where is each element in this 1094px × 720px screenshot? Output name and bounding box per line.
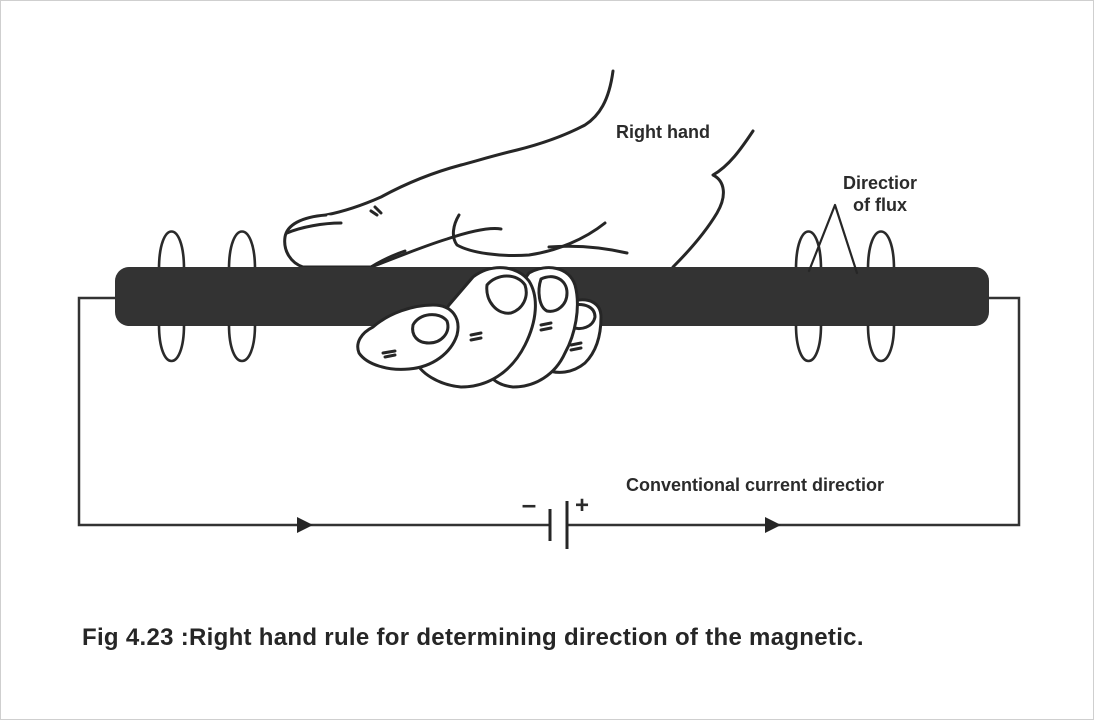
flux-pointer-lines	[807, 203, 859, 275]
thumb	[283, 213, 503, 269]
palm-crease-2	[369, 249, 407, 269]
middle-finger	[413, 266, 537, 389]
middle-finger-nail	[485, 274, 528, 315]
palm-crease-1	[451, 213, 607, 257]
index-finger-nail	[411, 313, 450, 345]
hand-fingers	[356, 266, 603, 389]
battery-cell	[548, 501, 569, 549]
hand-upper	[283, 69, 755, 269]
current-arrow-left	[297, 517, 313, 533]
right-hand-label: Right hand	[616, 122, 710, 142]
flux-ring-4-front	[866, 324, 896, 363]
thumb-nail	[285, 221, 343, 235]
battery-minus-sign: –	[522, 489, 536, 519]
wrist-line-right	[671, 129, 755, 269]
flux-label-line1: Directior	[843, 173, 917, 193]
circuit: – +	[77, 296, 1021, 549]
current-direction-label: Conventional current directior	[626, 475, 884, 495]
flux-ring-1-front	[157, 324, 186, 363]
ring-finger-nail	[537, 275, 569, 313]
battery-plus-sign: +	[575, 492, 589, 519]
wrist-line-left	[459, 69, 615, 167]
flux-ring-2-back	[227, 230, 257, 270]
flux-ring-3-back	[794, 230, 823, 270]
palm-crease-3	[547, 244, 629, 255]
flux-ring-2-front	[227, 324, 257, 363]
little-finger-nail	[569, 303, 597, 331]
flux-ring-3-front	[794, 324, 823, 363]
circuit-wire-left	[77, 296, 550, 527]
circuit-wire-right	[567, 296, 1021, 527]
flux-ring-1-back	[157, 230, 186, 270]
current-arrow-right	[765, 517, 781, 533]
flux-rings-front	[157, 324, 896, 363]
flux-rings-back	[157, 230, 896, 270]
flux-ring-4-back	[866, 230, 896, 270]
knuckle-marks	[381, 321, 583, 359]
flux-label-line2: of flux	[853, 195, 907, 215]
figure-caption: Fig 4.23 :Right hand rule for determinin…	[82, 624, 864, 651]
hand-back-outline	[324, 163, 463, 217]
thumb-knuckle-mark	[369, 205, 383, 217]
